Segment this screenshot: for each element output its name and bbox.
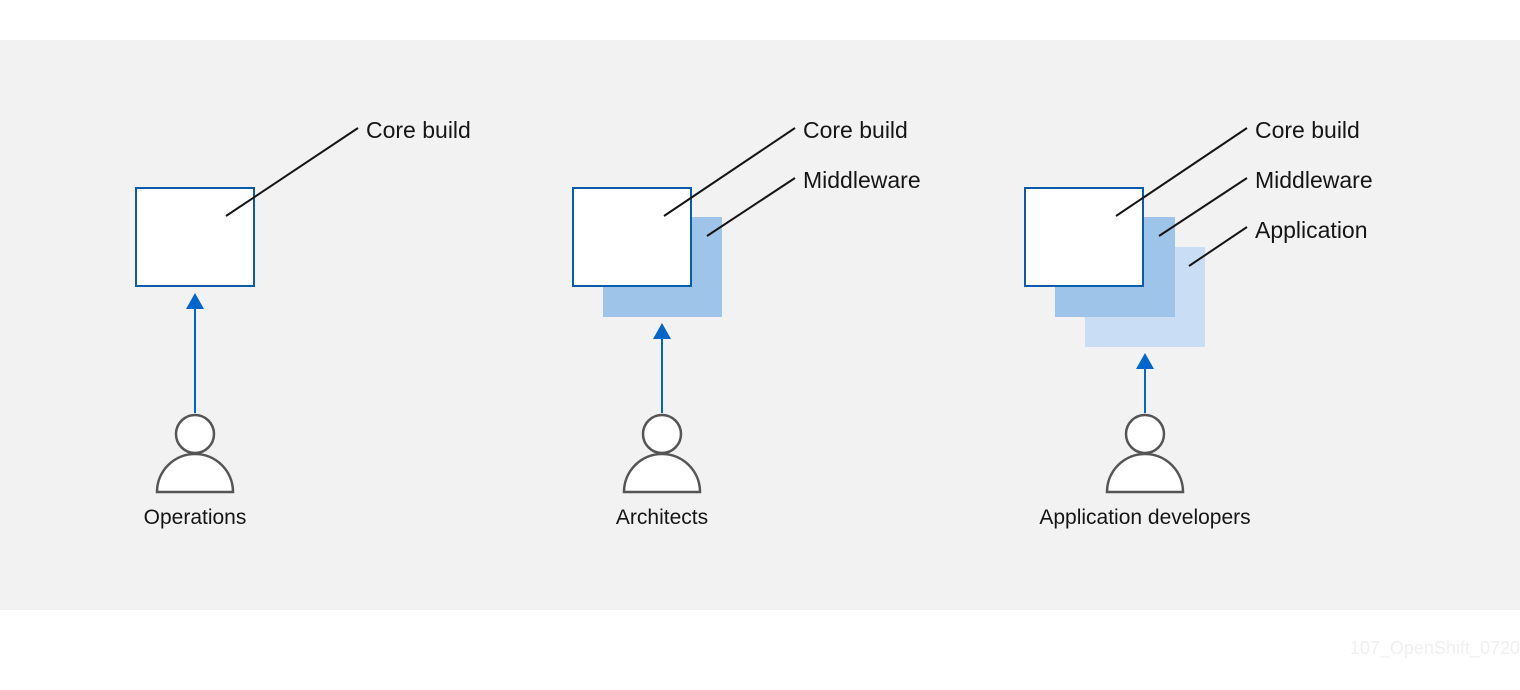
layer-label-core-build: Core build xyxy=(366,117,471,143)
arrow-head-icon xyxy=(1136,353,1154,369)
core-build-leader-line xyxy=(1115,127,1248,217)
user-icon xyxy=(1105,413,1185,494)
image-id-watermark: 107_OpenShift_0720 xyxy=(1349,638,1520,658)
user-icon xyxy=(622,413,702,494)
layer-label-core-build: Core build xyxy=(803,117,908,143)
core-build-box xyxy=(1024,187,1144,287)
core-build-leader-line xyxy=(663,127,796,217)
user-icon xyxy=(155,413,235,494)
persona-label-application-developers: Application developers xyxy=(1039,506,1251,529)
layer-label-application: Application xyxy=(1255,217,1368,243)
core-build-box xyxy=(135,187,255,287)
middleware-leader-line xyxy=(706,177,796,237)
diagram-panel xyxy=(0,40,1520,610)
group-operations xyxy=(135,127,359,494)
group-architects xyxy=(572,127,796,494)
core-build-leader-line xyxy=(225,127,359,217)
layer-label-core-build: Core build xyxy=(1255,117,1360,143)
application-leader-line xyxy=(1188,226,1248,267)
middleware-leader-line xyxy=(1158,177,1248,237)
layer-label-middleware: Middleware xyxy=(1255,167,1373,193)
layer-label-middleware: Middleware xyxy=(803,167,921,193)
arrow-head-icon xyxy=(186,293,204,309)
persona-label-architects: Architects xyxy=(615,506,709,529)
persona-label-operations: Operations xyxy=(143,506,247,529)
group-application-developers xyxy=(1024,127,1248,494)
core-build-box xyxy=(572,187,692,287)
arrow-head-icon xyxy=(653,323,671,339)
